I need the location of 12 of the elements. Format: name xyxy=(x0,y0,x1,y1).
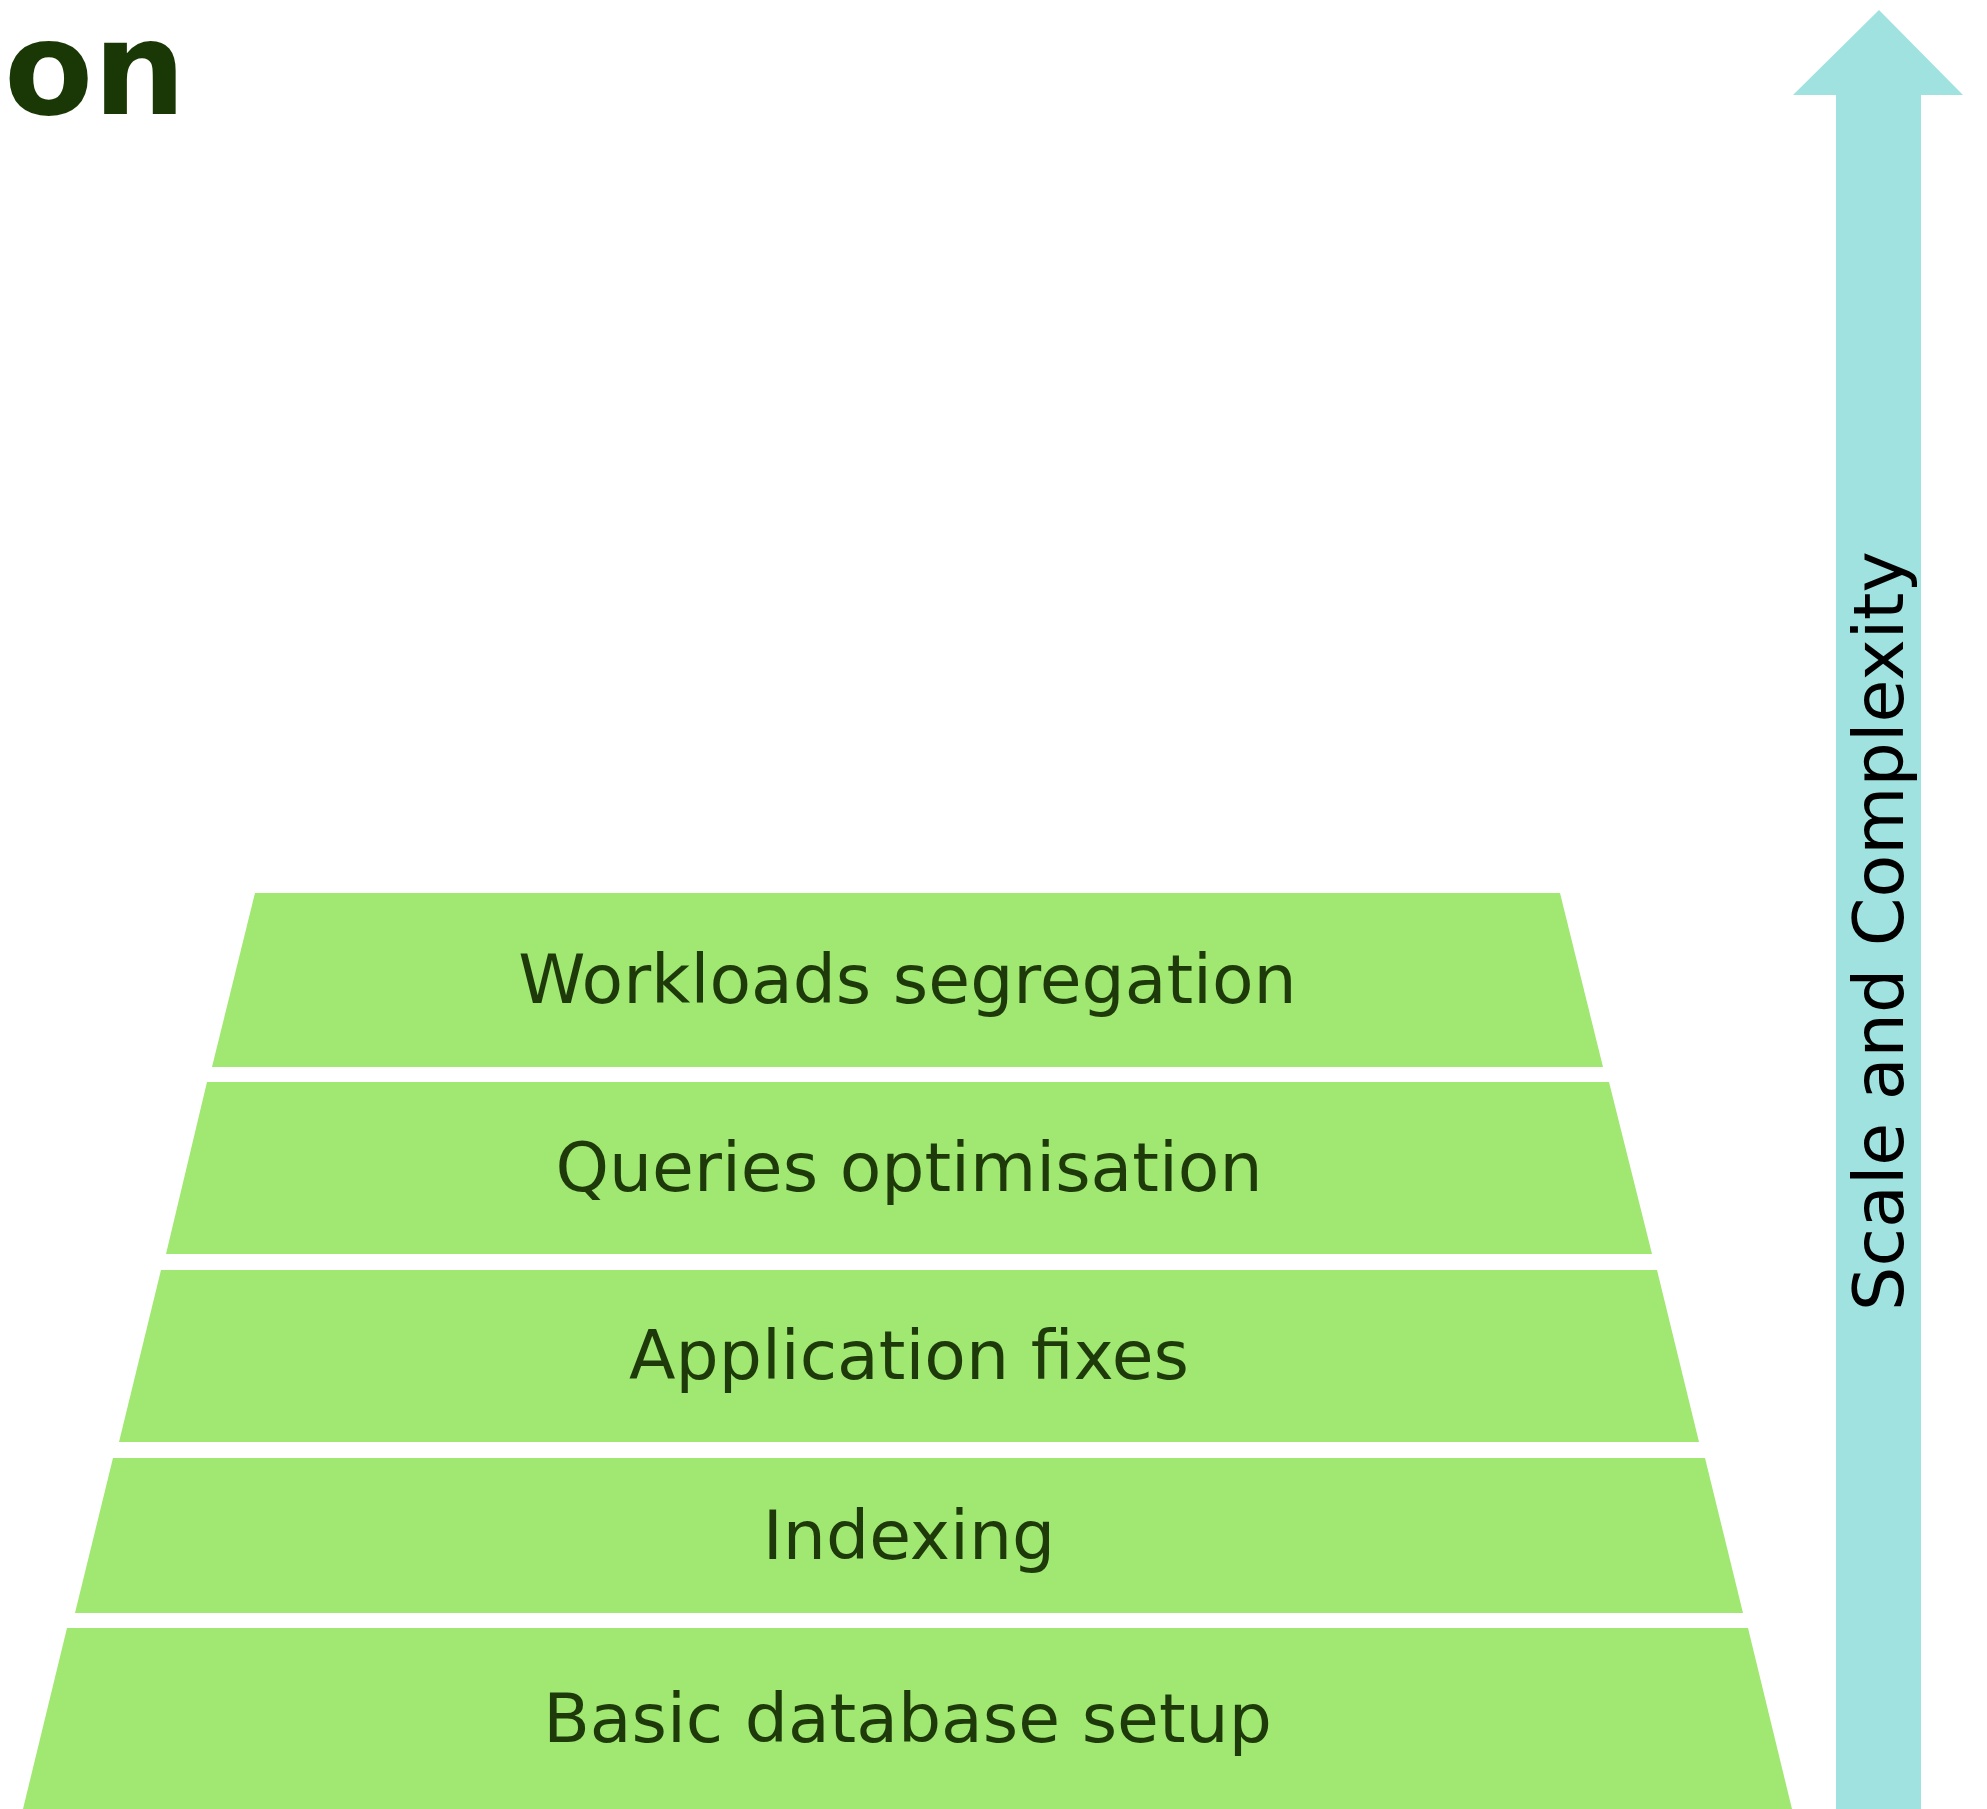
pyramid-layer xyxy=(119,1270,1699,1442)
layer-label: Queries optimisation xyxy=(554,1128,1264,1208)
pyramid-layer xyxy=(75,1458,1743,1613)
layer-label: Indexing xyxy=(761,1495,1057,1576)
pyramid-layer xyxy=(166,1082,1652,1254)
layer-label: Application fixes xyxy=(628,1316,1190,1396)
layer-label: Basic database setup xyxy=(542,1678,1273,1759)
pyramid-layer xyxy=(23,1628,1792,1809)
title: on xyxy=(4,4,186,134)
axis-label: Scale and Complexity xyxy=(1839,551,1919,1311)
layer-label: Workloads segregation xyxy=(517,940,1298,1020)
pyramid-layer xyxy=(212,893,1603,1067)
